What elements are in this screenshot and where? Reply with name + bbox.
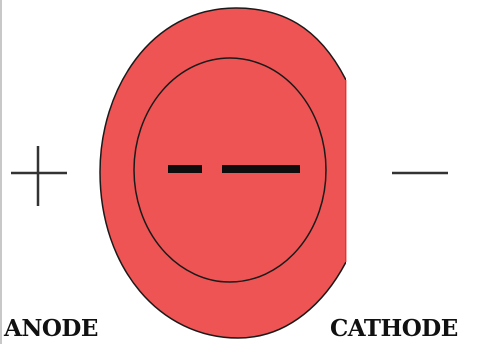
- cathode-label: CATHODE: [330, 315, 458, 343]
- long-negative-charge-icon: [222, 165, 300, 173]
- short-negative-charge-icon: [168, 165, 202, 173]
- plus-sign-icon: [11, 146, 67, 206]
- anode-label: ANODE: [4, 315, 98, 343]
